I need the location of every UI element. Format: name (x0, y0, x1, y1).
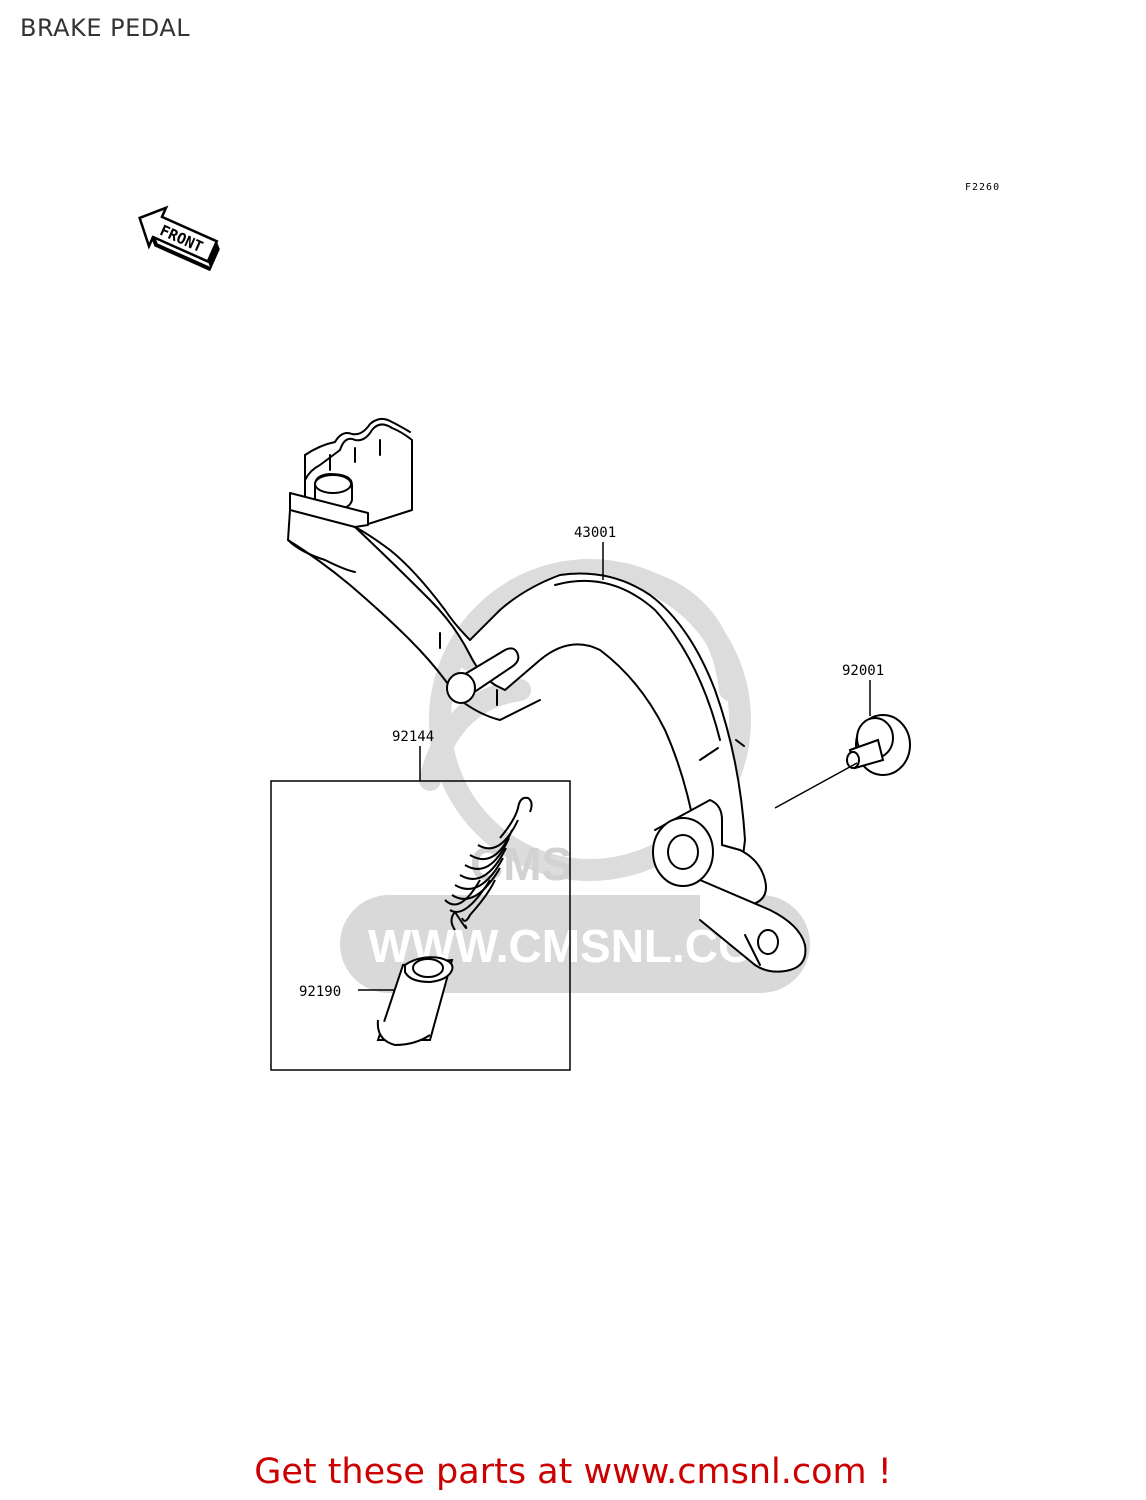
part-label-92190: 92190 (299, 984, 341, 1000)
leader-lines (358, 542, 871, 991)
front-direction-arrow-icon: FRONT (138, 205, 220, 272)
figure-code: F2260 (965, 182, 1000, 193)
part-label-92001: 92001 (842, 663, 884, 679)
part-label-43001: 43001 (574, 525, 616, 541)
bolt-part (846, 714, 911, 776)
brake-pedal-part (287, 418, 807, 973)
spring-part (444, 796, 533, 931)
watermark-banner (340, 895, 810, 993)
page-title: BRAKE PEDAL (20, 14, 191, 42)
collar-part (376, 956, 454, 1047)
get-parts-link[interactable]: Get these parts at www.cmsnl.com ! (254, 1452, 892, 1492)
part-label-92144: 92144 (392, 729, 434, 745)
